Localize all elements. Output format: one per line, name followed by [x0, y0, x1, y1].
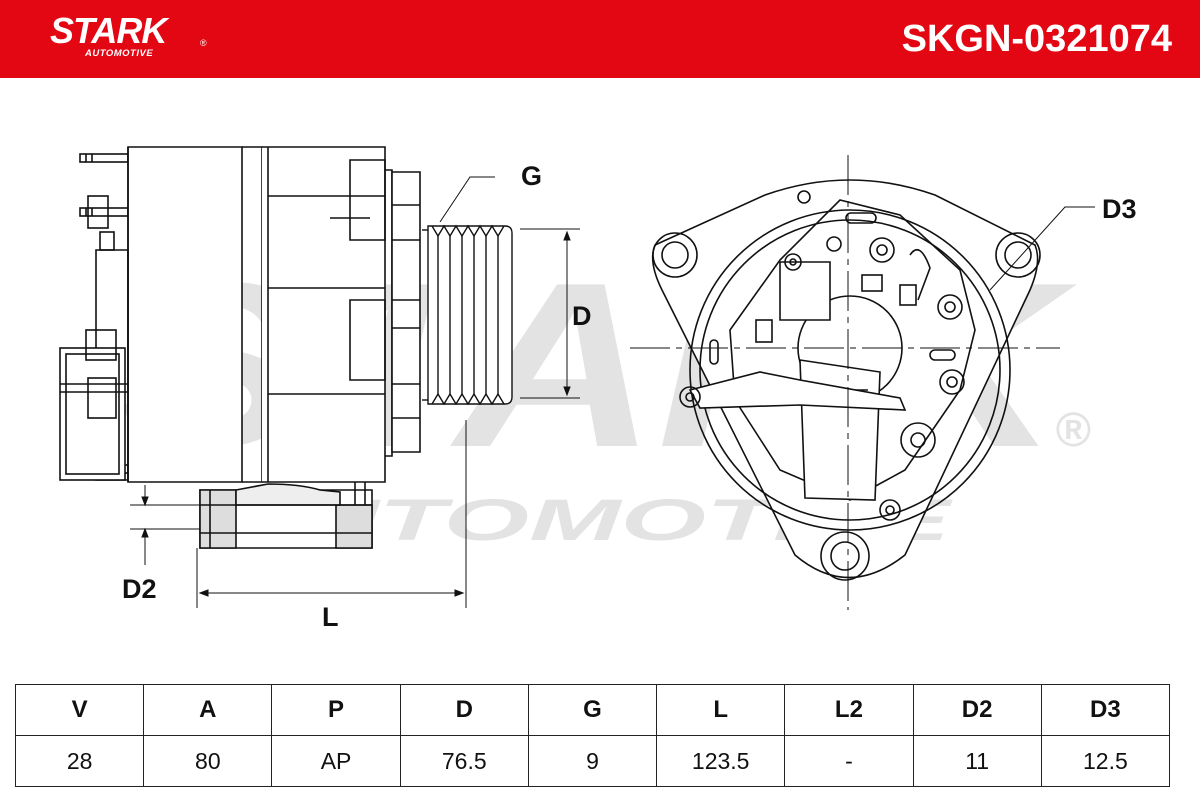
- spec-header-v: V: [14, 684, 145, 736]
- watermark-registered-mark: ®: [1055, 404, 1091, 457]
- spec-value-d2: 11: [912, 735, 1042, 787]
- spec-header-l2: L2: [784, 684, 914, 736]
- spec-value-d: 76.5: [399, 735, 529, 787]
- header-bar: STARK AUTOMOTIVE ® SKGN-0321074: [0, 0, 1200, 78]
- specs-header-row: V A P D G L L2 D2 D3: [14, 684, 1171, 736]
- logo-registered-mark: ®: [200, 38, 207, 48]
- spec-header-d3: D3: [1040, 684, 1171, 736]
- pulley: [422, 224, 513, 406]
- spec-header-g: G: [527, 684, 658, 736]
- spec-value-d3: 12.5: [1040, 735, 1171, 787]
- spec-header-d: D: [399, 684, 529, 736]
- spec-value-p: AP: [271, 735, 401, 787]
- logo-brand-text: STARK: [50, 10, 167, 51]
- dim-label-d2: D2: [122, 574, 157, 604]
- logo-sub-text: AUTOMOTIVE: [85, 48, 154, 59]
- spec-value-v: 28: [14, 735, 145, 787]
- spec-value-a: 80: [143, 735, 273, 787]
- specs-table: V A P D G L L2 D2 D3 28 80 AP 76.5 9 123…: [14, 684, 1171, 787]
- spec-header-a: A: [143, 684, 273, 736]
- dimension-lines: [130, 176, 580, 608]
- front-view: [630, 155, 1095, 610]
- dim-label-d: D: [572, 301, 592, 331]
- side-view: [59, 146, 513, 549]
- spec-header-p: P: [271, 684, 401, 736]
- spec-value-g: 9: [527, 735, 658, 787]
- dim-label-g: G: [521, 161, 542, 191]
- mounting-foot: [199, 482, 373, 549]
- part-number: SKGN-0321074: [901, 18, 1172, 60]
- alternator-drawing: STARK AUTOMOTIVE ®: [59, 146, 1137, 632]
- stark-logo: STARK AUTOMOTIVE ®: [50, 10, 207, 60]
- spec-value-l2: -: [784, 735, 914, 787]
- dim-label-l: L: [322, 602, 339, 632]
- spec-header-l: L: [656, 684, 786, 736]
- spec-header-d2: D2: [912, 684, 1042, 736]
- connector-block: [59, 329, 128, 481]
- dim-label-d3: D3: [1102, 194, 1137, 224]
- spec-value-l: 123.5: [656, 735, 786, 787]
- terminal-nuts: [784, 190, 965, 521]
- specs-value-row: 28 80 AP 76.5 9 123.5 - 11 12.5: [14, 735, 1171, 787]
